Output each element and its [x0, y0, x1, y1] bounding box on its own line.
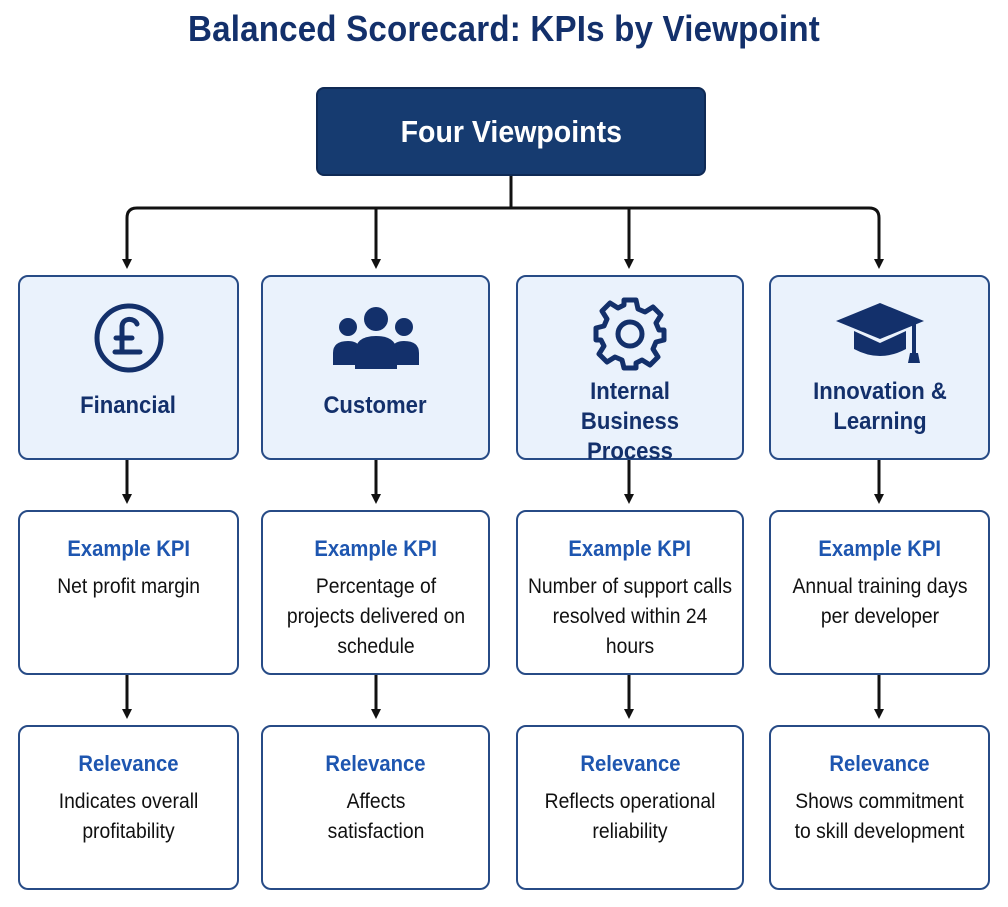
- kpi-text: Percentage of projects delivered on sche…: [286, 575, 465, 658]
- viewpoint-name: Internal Business Process: [580, 378, 680, 465]
- relevance-text: Indicates overall profitability: [58, 790, 199, 843]
- kpi-header: Example KPI: [818, 536, 941, 561]
- kpi-header: Example KPI: [67, 536, 190, 561]
- relevance-financial: Relevance Indicates overall profitabilit…: [18, 725, 239, 890]
- gear-icon: [590, 297, 670, 371]
- root-label: Four Viewpoints: [400, 113, 622, 149]
- viewpoint-name: Customer: [323, 392, 428, 419]
- kpi-internal-process: Example KPI Number of support calls reso…: [516, 510, 744, 675]
- graduation-cap-icon: [832, 299, 928, 369]
- relevance-text: Reflects operational reliability: [544, 790, 716, 843]
- viewpoint-innovation-learning: Innovation & Learning: [769, 275, 990, 460]
- pound-sign-icon: [93, 303, 165, 373]
- viewpoint-customer: Customer: [261, 275, 490, 460]
- relevance-text: Affects satisfaction: [327, 790, 424, 843]
- relevance-header: Relevance: [579, 751, 681, 776]
- people-group-icon: [331, 303, 421, 373]
- relevance-innovation-learning: Relevance Shows commitment to skill deve…: [769, 725, 990, 890]
- relevance-header: Relevance: [325, 751, 426, 776]
- root-node: Four Viewpoints: [316, 87, 706, 176]
- kpi-text: Net profit margin: [57, 575, 200, 598]
- diagram-title: Balanced Scorecard: KPIs by Viewpoint: [187, 8, 820, 49]
- kpi-text: Annual training days per developer: [791, 575, 968, 628]
- viewpoint-internal-process: Internal Business Process: [516, 275, 744, 465]
- viewpoint-name: Innovation & Learning: [812, 378, 947, 435]
- kpi-financial: Example KPI Net profit margin: [18, 510, 239, 675]
- kpi-innovation-learning: Example KPI Annual training days per dev…: [769, 510, 990, 675]
- branch-corner-left: [125, 206, 138, 219]
- kpi-text: Number of support calls resolved within …: [527, 575, 733, 658]
- relevance-header: Relevance: [78, 751, 179, 776]
- relevance-text: Shows commitment to skill development: [794, 790, 965, 843]
- relevance-internal-process: Relevance Reflects operational reliabili…: [516, 725, 744, 890]
- relevance-customer: Relevance Affects satisfaction: [261, 725, 490, 890]
- kpi-header: Example KPI: [314, 536, 437, 561]
- kpi-customer: Example KPI Percentage of projects deliv…: [261, 510, 490, 675]
- relevance-header: Relevance: [829, 751, 930, 776]
- kpi-header: Example KPI: [568, 536, 692, 561]
- viewpoint-financial: Financial: [18, 275, 239, 460]
- branch-line: [137, 206, 881, 219]
- viewpoint-name: Financial: [80, 392, 177, 419]
